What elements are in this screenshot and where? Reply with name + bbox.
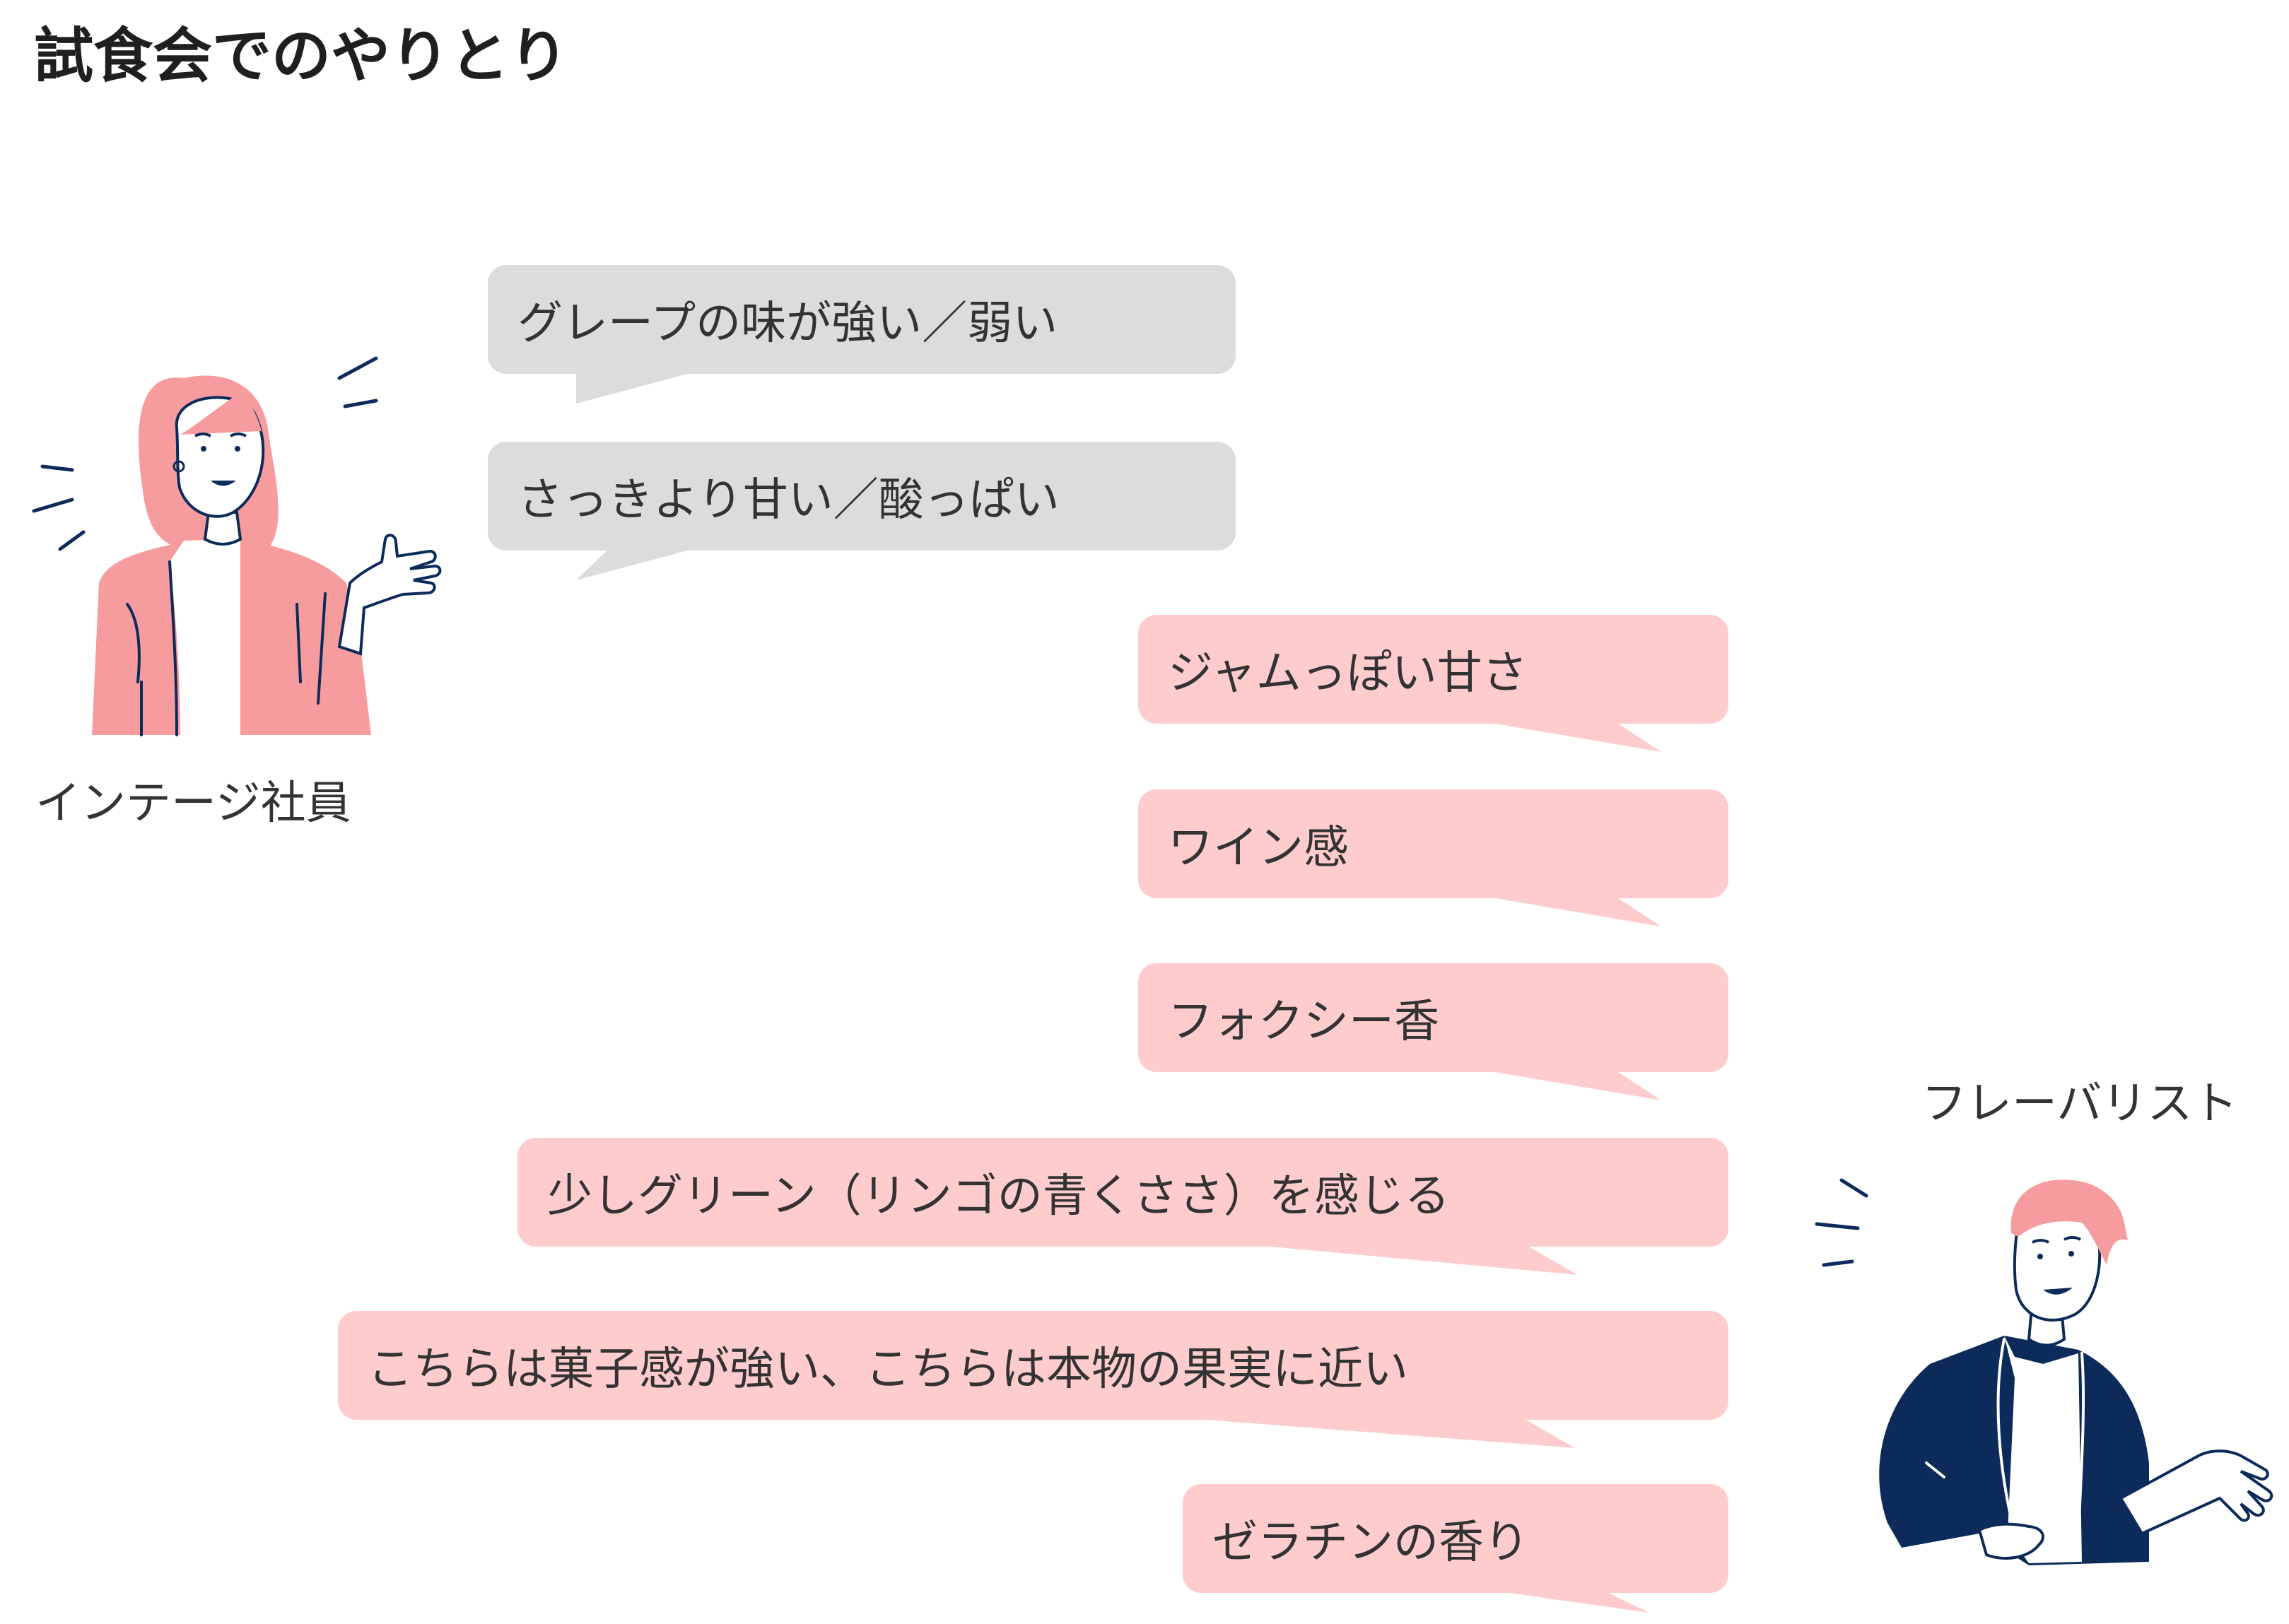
bubble-tail: [576, 370, 703, 404]
page-title: 試食会でのやりとり: [34, 21, 569, 90]
bubble-tail: [1470, 719, 1661, 752]
bubble-tail: [1224, 1242, 1578, 1275]
emphasis-lines-right: [337, 356, 378, 408]
bubble-text: ジャムっぽい甘さ: [1168, 647, 1528, 700]
bubble-text: こちらは菓子感が強い、こちらは本物の果実に近い: [368, 1343, 1408, 1396]
bubble-text: さっきより甘い／酸っぱい: [517, 474, 1060, 526]
employee-bubble: さっきより甘い／酸っぱい: [488, 442, 1236, 580]
employee-illustration: [32, 356, 442, 736]
flavorist-bubble: ジャムっぽい甘さ: [1138, 615, 1728, 752]
bubble-tail: [1470, 894, 1661, 926]
bubble-tail: [1470, 1068, 1661, 1100]
emphasis-lines: [1815, 1178, 1868, 1267]
flavorist-bubble: フォクシー香: [1138, 963, 1728, 1100]
hair-shape: [2010, 1179, 2128, 1265]
employee-bubble: グレープの味が強い／弱い: [488, 265, 1236, 404]
offering-hand: [2119, 1449, 2273, 1536]
flavorist-bubble: 少しグリーン（リンゴの青くささ）を感じる: [517, 1138, 1728, 1275]
bubble-tail: [576, 546, 703, 580]
resting-hand: [1977, 1522, 2044, 1560]
bubble-tail: [1151, 1416, 1575, 1448]
bubble-text: ゼラチンの香り: [1212, 1517, 1529, 1569]
flavorist-label: フレーバリスト: [1921, 1078, 2238, 1130]
flavorist-illustration: [1815, 1178, 2273, 1565]
flavorist-bubble: ゼラチンの香り: [1183, 1484, 1728, 1613]
employee-label: インテージ社員: [35, 777, 351, 830]
bubble-text: 少しグリーン（リンゴの青くささ）を感じる: [547, 1170, 1450, 1223]
bubble-text: ワイン感: [1168, 822, 1349, 874]
bubble-tail: [1480, 1589, 1649, 1613]
raised-hand: [337, 534, 442, 656]
flavorist-bubble: こちらは菓子感が強い、こちらは本物の果実に近い: [338, 1311, 1728, 1448]
flavorist-bubble: ワイン感: [1138, 789, 1728, 926]
bubble-text: グレープの味が強い／弱い: [517, 298, 1058, 350]
emphasis-lines-left: [32, 464, 86, 551]
bubble-text: フォクシー香: [1168, 996, 1439, 1048]
